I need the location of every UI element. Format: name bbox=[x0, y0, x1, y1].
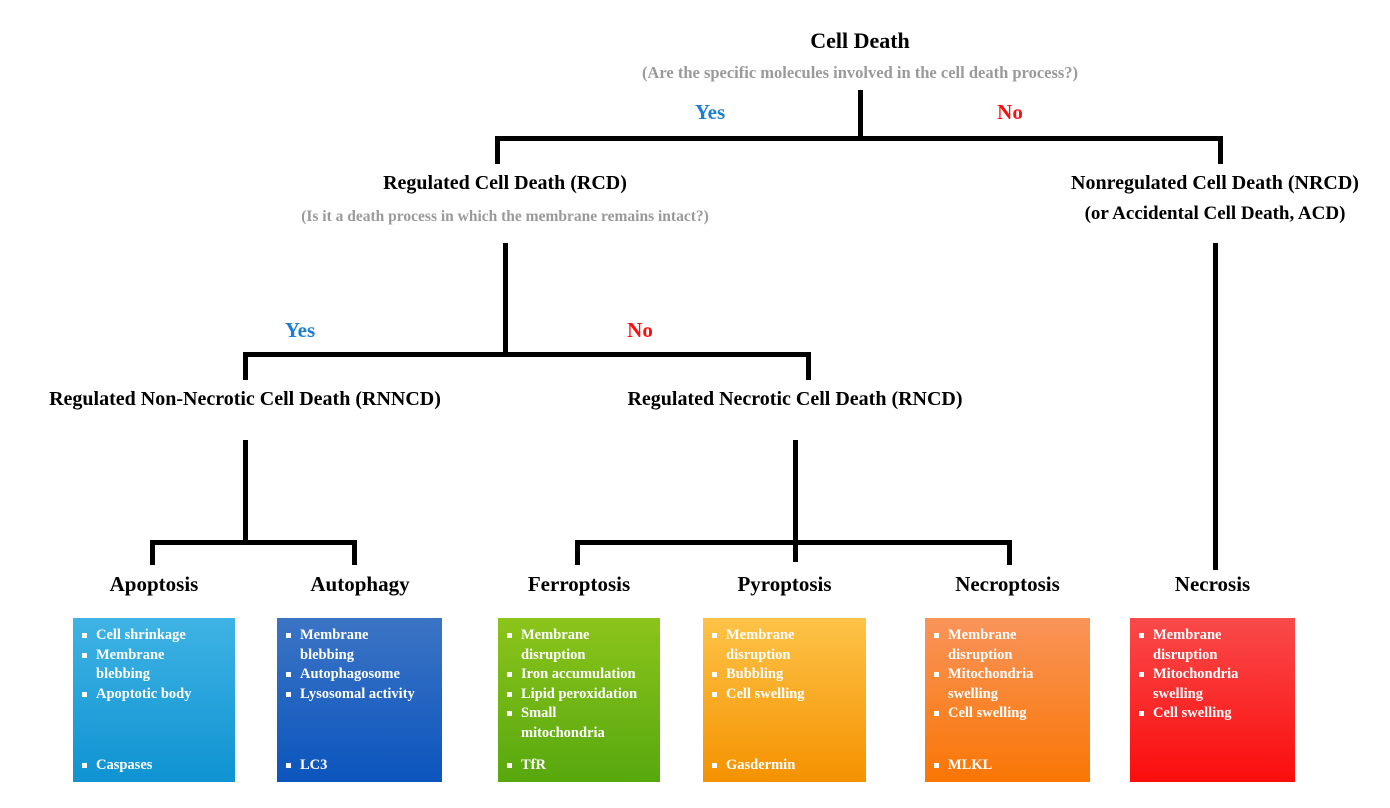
connector-rnncd-stem bbox=[243, 440, 248, 543]
feature-item: disruption bbox=[521, 646, 586, 663]
leaf-title-necrosis: Necrosis bbox=[1174, 572, 1251, 596]
node-title-nrcd-line2: (or Accidental Cell Death, ACD) bbox=[1084, 203, 1346, 224]
feature-item: Lysosomal activity bbox=[285, 685, 436, 704]
feature-item: Mitochondria bbox=[933, 665, 1084, 684]
connector-autophagy-drop bbox=[352, 540, 357, 565]
node-title-nrcd-line1: Nonregulated Cell Death (NRCD) bbox=[1071, 172, 1359, 194]
node-title-rcd: Regulated Cell Death (RCD) bbox=[383, 172, 627, 194]
connector-root-stem bbox=[858, 90, 863, 140]
feature-item: Membrane bbox=[506, 626, 654, 645]
connector-rnncd-bar bbox=[150, 540, 357, 545]
feature-item: Membrane bbox=[81, 646, 229, 665]
feature-item: Cell shrinkage bbox=[81, 626, 229, 645]
feature-item: disruption bbox=[726, 646, 791, 663]
feature-item: blebbing bbox=[96, 666, 150, 683]
feature-item: Lipid peroxidation bbox=[506, 685, 654, 704]
marker-apoptosis: Caspases bbox=[81, 756, 152, 775]
feature-item: Small bbox=[506, 704, 654, 723]
leaf-title-ferroptosis: Ferroptosis bbox=[527, 572, 631, 596]
rcd-question: (Is it a death process in which the memb… bbox=[301, 208, 709, 225]
connector-level2-right-drop bbox=[806, 352, 811, 380]
branch-label-level1-no: No bbox=[997, 100, 1023, 124]
marker-autophagy: LC3 bbox=[285, 756, 327, 775]
marker-ferroptosis: TfR bbox=[506, 756, 546, 775]
root-question: (Are the specific molecules involved in … bbox=[641, 63, 1079, 82]
connector-rncd-stem bbox=[793, 440, 798, 562]
feature-item: Autophagosome bbox=[285, 665, 436, 684]
connector-apoptosis-drop bbox=[150, 540, 155, 565]
feature-item: Bubbling bbox=[711, 665, 860, 684]
feature-item: Cell swelling bbox=[933, 704, 1084, 723]
branch-label-level1-yes: Yes bbox=[694, 100, 726, 124]
feature-item: swelling bbox=[948, 685, 998, 702]
feature-item: Membrane bbox=[1138, 626, 1289, 645]
connector-level1-right-drop bbox=[1218, 136, 1223, 164]
feature-item: Apoptotic body bbox=[81, 685, 229, 704]
root-title: Cell Death bbox=[810, 28, 910, 53]
connector-necroptosis-drop bbox=[1007, 540, 1012, 565]
branch-label-level2-yes: Yes bbox=[284, 318, 316, 342]
leaf-title-necroptosis: Necroptosis bbox=[955, 572, 1060, 596]
feature-item: disruption bbox=[1153, 646, 1218, 663]
leaf-title-pyroptosis: Pyroptosis bbox=[737, 572, 832, 596]
connector-level1-bar bbox=[495, 136, 1223, 141]
connector-rncd-bar bbox=[575, 540, 1012, 545]
connector-ferroptosis-drop bbox=[575, 540, 580, 565]
branch-label-level2-no: No bbox=[627, 318, 653, 342]
feature-item: Iron accumulation bbox=[506, 665, 654, 684]
feature-item: Membrane bbox=[285, 626, 436, 645]
feature-item: swelling bbox=[1153, 685, 1203, 702]
connector-rcd-stem bbox=[503, 243, 508, 355]
connector-nrcd-stem bbox=[1213, 243, 1218, 570]
feature-item: Membrane bbox=[933, 626, 1084, 645]
feature-item: Cell swelling bbox=[1138, 704, 1289, 723]
leaf-title-autophagy: Autophagy bbox=[310, 572, 410, 596]
feature-item: Membrane bbox=[711, 626, 860, 645]
node-title-rncd: Regulated Necrotic Cell Death (RNCD) bbox=[627, 388, 963, 410]
connector-level1-left-drop bbox=[495, 136, 500, 164]
feature-item: mitochondria bbox=[521, 724, 605, 741]
marker-necroptosis: MLKL bbox=[933, 756, 992, 775]
connector-level2-left-drop bbox=[243, 352, 248, 380]
feature-item: Cell swelling bbox=[711, 685, 860, 704]
node-title-rnncd: Regulated Non-Necrotic Cell Death (RNNCD… bbox=[49, 388, 441, 410]
feature-item: disruption bbox=[948, 646, 1013, 663]
feature-item: blebbing bbox=[300, 646, 354, 663]
feature-item: Mitochondria bbox=[1138, 665, 1289, 684]
connector-level2-bar bbox=[243, 352, 811, 357]
leaf-title-apoptosis: Apoptosis bbox=[109, 572, 199, 596]
marker-pyroptosis: Gasdermin bbox=[711, 756, 795, 775]
